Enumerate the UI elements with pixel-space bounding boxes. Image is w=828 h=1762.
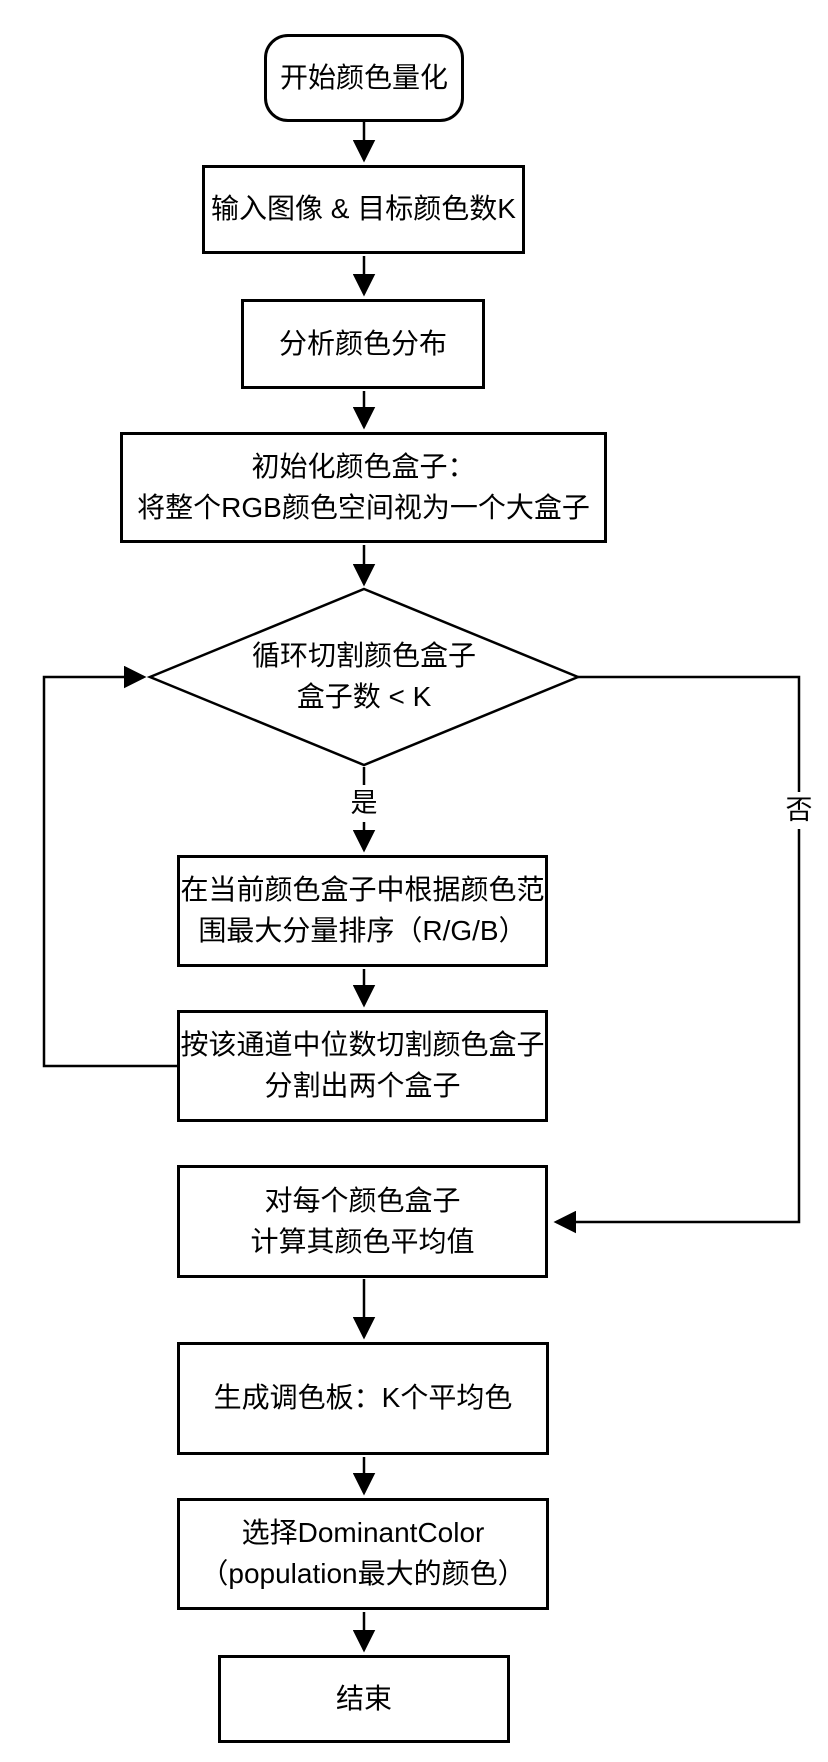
node-init-line2: 将整个RGB颜色空间视为一个大盒子: [137, 491, 590, 523]
decision-diamond-shape: [146, 587, 582, 767]
edge-decision-average-no: [553, 675, 801, 1234]
node-split-line2: 分割出两个盒子: [264, 1070, 461, 1101]
node-average-line1: 对每个颜色盒子: [264, 1184, 461, 1216]
node-init-line1: 初始化颜色盒子：: [251, 450, 476, 482]
node-decision: 循环切割颜色盒子 盒子数 < K: [150, 589, 578, 765]
node-start-label: 开始颜色量化: [279, 61, 448, 93]
node-split: 按该通道中位数切割颜色盒子 分割出两个盒子: [177, 1010, 548, 1122]
node-palette-label: 生成调色板：K个平均色: [213, 1382, 513, 1414]
node-decision-line1: 循环切割颜色盒子: [251, 640, 476, 672]
node-average: 对每个颜色盒子 计算其颜色平均值: [177, 1165, 548, 1278]
edge-label-no: 否: [780, 792, 818, 829]
node-end-label: 结束: [335, 1682, 392, 1714]
node-input-label: 输入图像 & 目标颜色数K: [211, 193, 516, 225]
node-dominant-line1: 选择DominantColor: [241, 1517, 485, 1549]
node-analyze: 分析颜色分布: [241, 299, 485, 389]
node-decision-line2: 盒子数 < K: [296, 681, 432, 712]
node-end: 结束: [218, 1655, 510, 1743]
node-average-line2: 计算其颜色平均值: [250, 1225, 475, 1257]
node-analyze-label: 分析颜色分布: [278, 327, 447, 359]
node-sort-line1: 在当前颜色盒子中根据颜色范: [180, 874, 545, 906]
edge-label-yes: 是: [345, 785, 383, 822]
node-input: 输入图像 & 目标颜色数K: [202, 165, 525, 254]
node-init: 初始化颜色盒子： 将整个RGB颜色空间视为一个大盒子: [120, 432, 607, 543]
node-dominant-line2: （population最大的颜色）: [200, 1558, 526, 1589]
edge-split-decision-loop: [42, 665, 177, 1068]
node-palette: 生成调色板：K个平均色: [177, 1342, 549, 1455]
node-sort-line2: 围最大分量排序（R/G/B）: [198, 915, 527, 946]
node-dominant: 选择DominantColor （population最大的颜色）: [177, 1498, 549, 1610]
node-sort: 在当前颜色盒子中根据颜色范 围最大分量排序（R/G/B）: [177, 855, 548, 967]
node-split-line1: 按该通道中位数切割颜色盒子: [180, 1029, 545, 1061]
node-start: 开始颜色量化: [264, 34, 464, 122]
